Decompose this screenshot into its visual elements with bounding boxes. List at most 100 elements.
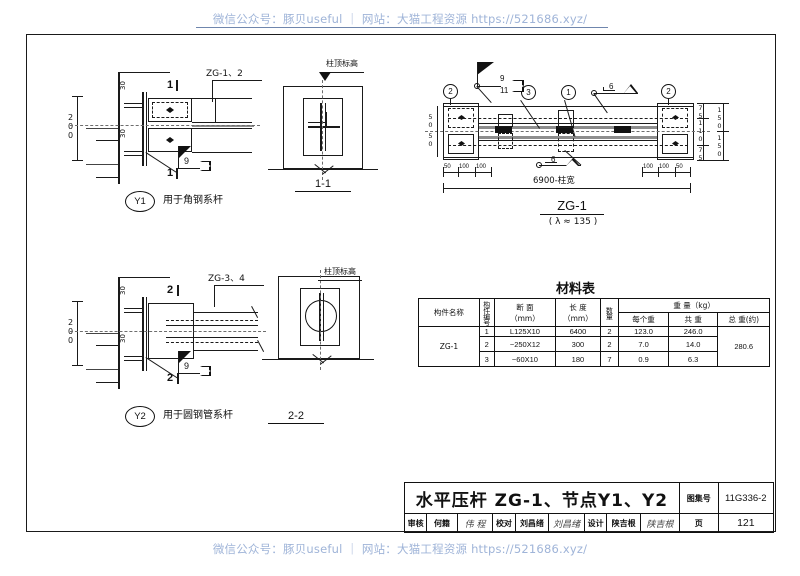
elev-right-dim-110: 110 <box>696 119 705 143</box>
td-qty: 2 <box>599 336 620 352</box>
drawing-frame <box>26 34 776 532</box>
balloon-3: 3 <box>521 85 536 100</box>
material-table-title: 材料表 <box>556 282 596 297</box>
td-no: 1 <box>478 326 495 337</box>
section-1-1-elevation-note: 柱顶标高 <box>326 59 358 68</box>
drawing-no-label: 图集号 <box>678 482 719 514</box>
y1-section-mark-bottom: 1 <box>167 167 174 179</box>
elev-right-total-1: 150 <box>715 106 724 130</box>
balloon-2-left: 2 <box>443 84 458 99</box>
watermark-bottom: 微信公众号：豚贝useful ｜ 网站：大猫工程资源 https://52168… <box>212 542 588 556</box>
y2-member-label: ZG-3、4 <box>208 274 245 284</box>
th-no: 构件编号 <box>478 298 495 327</box>
y2-weld-bottom: 30 <box>119 334 127 343</box>
th-length: 长 度 （mm） <box>555 298 601 327</box>
th-qty: 数量 <box>599 298 620 327</box>
y2-tag: Y2 <box>125 406 155 427</box>
td-member: ZG-1 <box>418 326 480 367</box>
td-no: 3 <box>478 351 495 367</box>
th-section: 断 面 （mm） <box>493 298 557 327</box>
elevation-title: ZG-1 <box>540 198 604 215</box>
role-label-0: 审核 <box>403 513 428 533</box>
table-header-row: 构件名称 构件编号 断 面 （mm） 长 度 （mm） 数量 重 量（kg） <box>418 298 770 327</box>
weld-note-2: 6 <box>551 155 556 164</box>
section-1-1-label: 1-1 <box>295 178 351 192</box>
td-section: −250X12 <box>493 336 557 352</box>
y2-weld-size: 9 <box>184 361 190 371</box>
elev-span-dim: 6900-柱宽 <box>533 176 575 186</box>
drawing-no-value: 11G336-2 <box>717 482 775 514</box>
y1-caption: 用于角钢系杆 <box>163 195 223 206</box>
th-section-label: 断 面 <box>516 302 534 312</box>
balloon-1: 1 <box>561 85 576 100</box>
y1-height-dim: 200 <box>66 113 75 140</box>
elev-right-total-2: 150 <box>715 134 724 158</box>
th-weight: 重 量（kg） <box>618 298 770 313</box>
elev-left-dim-2: 50 <box>426 132 435 148</box>
watermark-top: 微信公众号：豚贝useful ｜ 网站：大猫工程资源 https://52168… <box>212 12 588 26</box>
td-section: L125X10 <box>493 326 557 337</box>
td-section: −60X10 <box>493 351 557 367</box>
y2-section-mark-top: 2 <box>167 284 174 296</box>
page-label: 页 <box>678 513 719 533</box>
elev-right-dim-75b: 75 <box>696 146 705 162</box>
td-length: 6400 <box>555 326 601 337</box>
elev-bl-dim-2: 100 <box>459 164 470 170</box>
role-name-2: 陕吉根 <box>606 513 641 533</box>
td-no: 2 <box>478 336 495 352</box>
role-sign-2: 陕吉根 <box>639 513 680 533</box>
elev-bl-dim-1: 50 <box>444 164 451 170</box>
weld-flag-bottom: 11 <box>500 86 509 95</box>
th-total: 总 重(约) <box>717 312 770 327</box>
y1-weld-size: 9 <box>184 156 190 166</box>
section-2-2-label: 2-2 <box>268 410 324 424</box>
td-qty: 7 <box>599 351 620 367</box>
elev-right-dim-75a: 75 <box>696 104 705 120</box>
td-sub: 6.3 <box>667 351 719 367</box>
elev-br-dim-3: 50 <box>676 164 683 170</box>
table-row: 3 −60X10 180 7 0.9 6.3 <box>419 351 770 367</box>
th-sub: 共 重 <box>667 312 719 327</box>
role-label-1: 校对 <box>492 513 516 533</box>
elevation-subtitle: ( λ ≈ 135 ) <box>548 217 598 227</box>
balloon-2-right: 2 <box>661 84 676 99</box>
th-name: 构件名称 <box>418 298 480 327</box>
y1-section-mark-top: 1 <box>167 79 174 91</box>
title-block-main-row: 水平压杆 ZG-1、节点Y1、Y2 图集号 11G336-2 <box>404 482 775 514</box>
td-sub: 246.0 <box>667 326 719 337</box>
td-each: 0.9 <box>618 351 669 367</box>
y1-weld-top: 30 <box>119 81 127 90</box>
elev-br-dim-1: 100 <box>643 164 654 170</box>
td-each: 123.0 <box>618 326 669 337</box>
weld-note-1: 6 <box>609 82 614 91</box>
y2-caption: 用于圆钢管系杆 <box>163 410 233 421</box>
y1-weld-bottom: 30 <box>119 129 127 138</box>
role-name-0: 何籍 <box>426 513 458 533</box>
td-length: 300 <box>555 336 601 352</box>
title-block-signature-row: 审核 何籍 伟 程 校对 刘昌绪 刘昌绪 设计 陕吉根 陕吉根 页 121 <box>403 513 775 533</box>
role-sign-1: 刘昌绪 <box>548 513 585 533</box>
td-each: 7.0 <box>618 336 669 352</box>
elev-br-dim-2: 100 <box>659 164 670 170</box>
th-each: 每个重 <box>618 312 669 327</box>
td-qty: 2 <box>599 326 620 337</box>
elev-left-dim-1: 50 <box>426 113 435 129</box>
th-section-unit: （mm） <box>510 313 540 323</box>
td-total: 280.6 <box>717 326 770 367</box>
y1-member-label: ZG-1、2 <box>206 69 243 79</box>
role-sign-0: 伟 程 <box>456 513 494 533</box>
page-value: 121 <box>717 513 775 533</box>
section-2-2-elevation-note: 柱顶标高 <box>324 267 356 276</box>
role-name-1: 刘昌绪 <box>514 513 550 533</box>
y2-weld-top: 30 <box>119 286 127 295</box>
y1-tag: Y1 <box>125 191 155 212</box>
weld-flag-top: 9 <box>500 74 505 83</box>
td-length: 180 <box>555 351 601 367</box>
material-table: 构件名称 构件编号 断 面 （mm） 长 度 （mm） 数量 重 量（kg） 每… <box>418 298 770 367</box>
title-block: 水平压杆 ZG-1、节点Y1、Y2 图集号 11G336-2 审核 何籍 伟 程… <box>403 482 775 533</box>
role-label-2: 设计 <box>583 513 608 533</box>
th-length-label: 长 度 <box>569 302 587 312</box>
watermark-rule <box>196 27 608 28</box>
y2-section-mark-bottom: 2 <box>167 372 174 384</box>
